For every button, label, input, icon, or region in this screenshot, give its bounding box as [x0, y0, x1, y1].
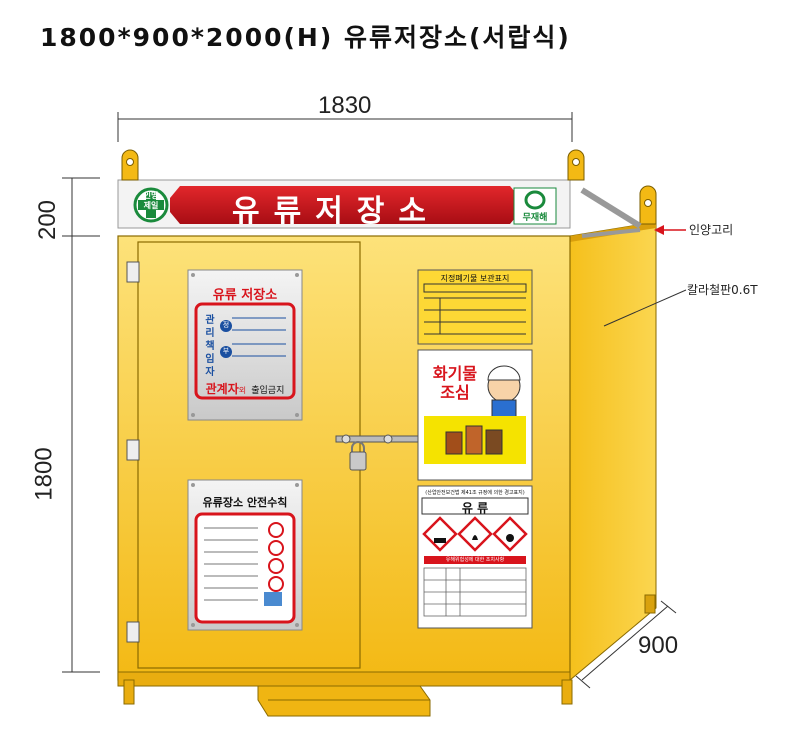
sign-fire-text: 화기물 조심: [432, 364, 478, 402]
sign-storage: [187, 269, 303, 421]
mascot-icon: [487, 365, 521, 419]
top-height-label: 200: [34, 199, 62, 241]
row-mark-secondary: 부: [222, 347, 230, 355]
width-label: 1830: [318, 92, 372, 119]
manager-label: 관 리 책 임 자: [205, 315, 215, 378]
ghs-pictograms: [422, 516, 528, 552]
drawer: [257, 685, 431, 717]
door-latch: [335, 434, 419, 471]
galvalume-callout: 칼라철판0.6T: [687, 283, 758, 297]
sign-waste: [417, 269, 533, 345]
lifting-ring-front: [121, 149, 585, 181]
row-mark-primary: 정: [222, 321, 230, 329]
sign-storage-title: 유류 저장소: [212, 288, 278, 303]
lifting-ring-callout: 인양고리: [689, 223, 734, 237]
sign-waste-title: 지정폐기물 보관표지: [440, 274, 510, 283]
dimension-lines: [62, 112, 677, 689]
sign-oil-title: 유 류: [461, 501, 489, 515]
page-title: 1800*900*2000(H) 유류저장소(서랍식): [40, 23, 571, 52]
sign-rules-title: 유류장소 안전수칙: [202, 496, 288, 509]
badge-right: [513, 187, 557, 225]
depth-label: 900: [638, 632, 679, 659]
body-height-label: 1800: [30, 447, 58, 501]
hinges: [126, 261, 140, 643]
side-wall: [569, 221, 657, 682]
barrels-icon: [445, 425, 503, 455]
badge-right-text: 무재해: [522, 213, 548, 223]
banner-title: 유류저장소: [232, 194, 440, 229]
sign-storage-footer: 관계자외 출입금지: [205, 382, 285, 396]
sign-oil-header: (산업안전보건법 제41조 규정에 의한 경고표지): [425, 490, 525, 496]
sign-oil-warning: 유해위험성에 대한 조치사항: [445, 557, 505, 563]
